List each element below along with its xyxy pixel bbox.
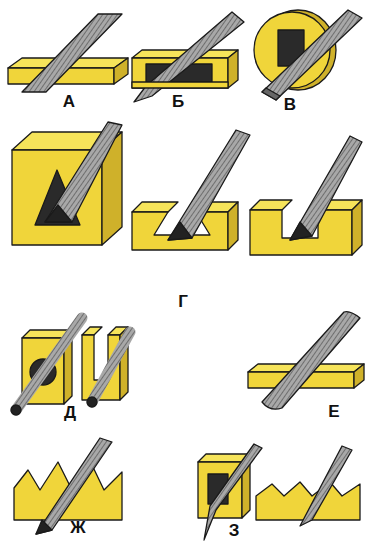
groove-workpiece: [250, 136, 362, 255]
figure-letter: З: [229, 522, 240, 539]
groove-workpiece: [290, 136, 362, 240]
dovetail-workpiece: [168, 222, 192, 240]
frame-workpiece: [132, 12, 244, 102]
groove-workpiece: [352, 200, 362, 255]
saw-teeth-workpiece: [14, 438, 122, 534]
flat-bar-workpiece: [22, 14, 122, 92]
round-hole-workpiece: [11, 405, 21, 415]
u-slot-workpiece: [82, 327, 102, 335]
u-slot-workpiece: [82, 327, 130, 407]
groove-workpiece: [250, 200, 292, 210]
round-hole-workpiece: [16, 318, 82, 410]
groove-workpiece: [290, 222, 312, 240]
cube-workpiece: [45, 122, 122, 222]
u-slot-workpiece: [87, 397, 97, 407]
fine-teeth-workpiece: [256, 446, 360, 526]
bar-workpiece: [262, 312, 360, 410]
slot-workpiece: [198, 444, 262, 540]
frame-workpiece: [132, 82, 228, 88]
figure-letter: Б: [172, 93, 184, 110]
groove-workpiece: [250, 210, 352, 255]
figure-letter: А: [63, 93, 75, 110]
figure-letter: Г: [178, 293, 188, 310]
round-hole-workpiece: [11, 318, 82, 415]
bar-workpiece: [354, 364, 364, 388]
flat-bar-workpiece: [8, 14, 128, 92]
dovetail-workpiece: [132, 212, 228, 250]
flat-bar-workpiece: [114, 58, 128, 84]
saw-teeth-workpiece: [36, 520, 52, 534]
disk-workpiece: [254, 10, 362, 100]
dovetail-workpiece: [132, 202, 178, 212]
frame-workpiece: [228, 50, 238, 88]
fine-teeth-workpiece: [300, 446, 352, 526]
drawing-part: [8, 10, 364, 540]
disk-workpiece: [262, 10, 362, 100]
u-slot-workpiece: [92, 332, 130, 402]
figure-letter: Д: [64, 404, 76, 421]
disk-workpiece: [262, 88, 280, 100]
figure-letter: Ж: [70, 519, 85, 536]
slot-workpiece: [204, 444, 262, 540]
cube-workpiece: [12, 122, 122, 245]
cube-workpiece: [45, 205, 72, 222]
bar-workpiece: [248, 312, 364, 410]
dovetail-workpiece: [228, 202, 238, 250]
figure-letter: Е: [328, 403, 339, 420]
dovetail-workpiece: [168, 130, 250, 240]
dovetail-workpiece: [132, 130, 250, 250]
figure-letter: В: [284, 96, 296, 113]
